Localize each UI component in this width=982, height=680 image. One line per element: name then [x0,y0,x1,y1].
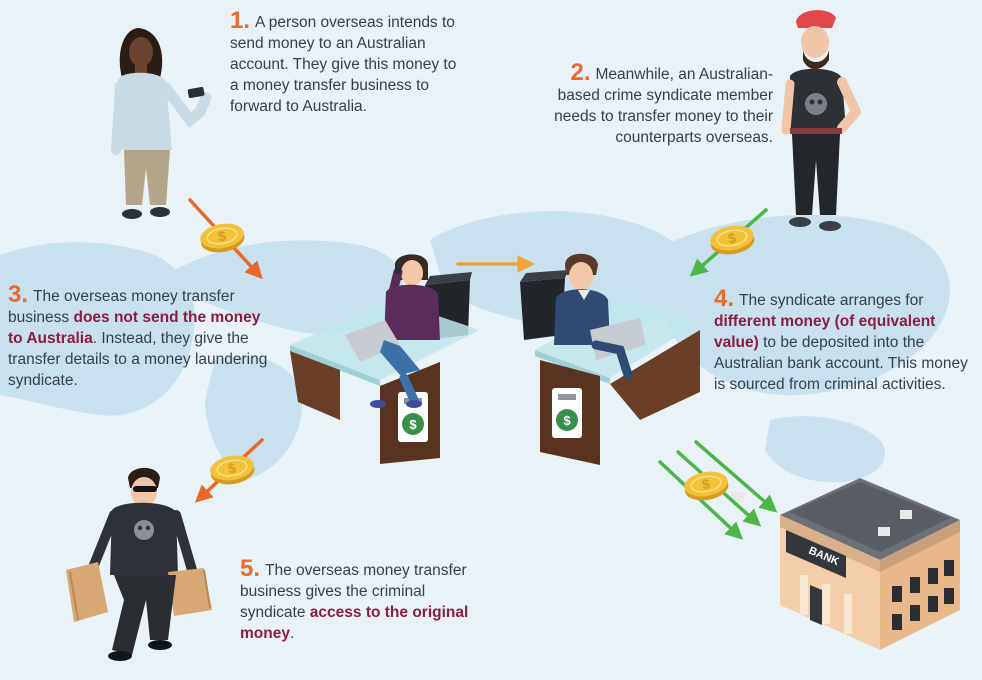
svg-text:$: $ [409,417,417,432]
svg-text:$: $ [227,459,238,476]
svg-text:$: $ [563,413,571,428]
syndicate-member-icon [781,10,861,231]
gold-coin-icon: $ [207,451,258,489]
step-5-number: 5. [240,555,261,582]
step-2-number: 2. [570,59,591,86]
bank-building-icon: BANK [729,478,960,650]
step-1-text: 1.A person overseas intends to send mone… [230,7,460,117]
overseas-clerk-desk-icon: $ [290,254,480,464]
step-5-body-a: The overseas money transfer business giv… [240,562,467,621]
svg-text:$: $ [217,227,228,244]
gold-coin-icon: $ [681,467,732,505]
step-3-body-b: . Instead, they give the transfer detail… [8,330,268,389]
step-3-text: 3.The overseas money transfer business d… [8,281,276,391]
arrow-4c-down-icon [694,440,778,513]
step-4-number: 4. [714,285,735,312]
step-3-number: 3. [8,281,29,308]
step-1-number: 1. [230,7,251,34]
criminal-with-bags-icon [66,467,212,661]
step-3-body-a: The overseas money transfer business [8,288,235,326]
australian-clerk-desk-icon: $ [520,253,700,465]
person-woman-phone-icon [111,28,212,219]
step-1-body: A person overseas intends to send money … [230,14,457,115]
gold-coin-icon: $ [707,221,758,259]
step-5-body-b: . [289,625,295,642]
step-5-text: 5.The overseas money transfer business g… [240,555,480,644]
step-5-emphasis: access to the original money [240,604,469,642]
step-3-emphasis: does not send the money to Australia [8,309,261,347]
step-2-body: Meanwhile, an Australian-based crime syn… [554,66,773,146]
svg-text:$: $ [727,229,738,246]
step-4-emphasis: different money (of equivalent value) [714,313,936,351]
step-2-text: 2.Meanwhile, an Australian-based crime s… [548,59,773,148]
step-4-body-b: to be deposited into the Australian bank… [714,334,968,393]
step-4-text: 4.The syndicate arranges for different m… [714,285,982,395]
gold-coin-icon: $ [197,219,248,257]
svg-text:$: $ [701,475,712,492]
step-4-body-a: The syndicate arranges for [739,292,924,309]
